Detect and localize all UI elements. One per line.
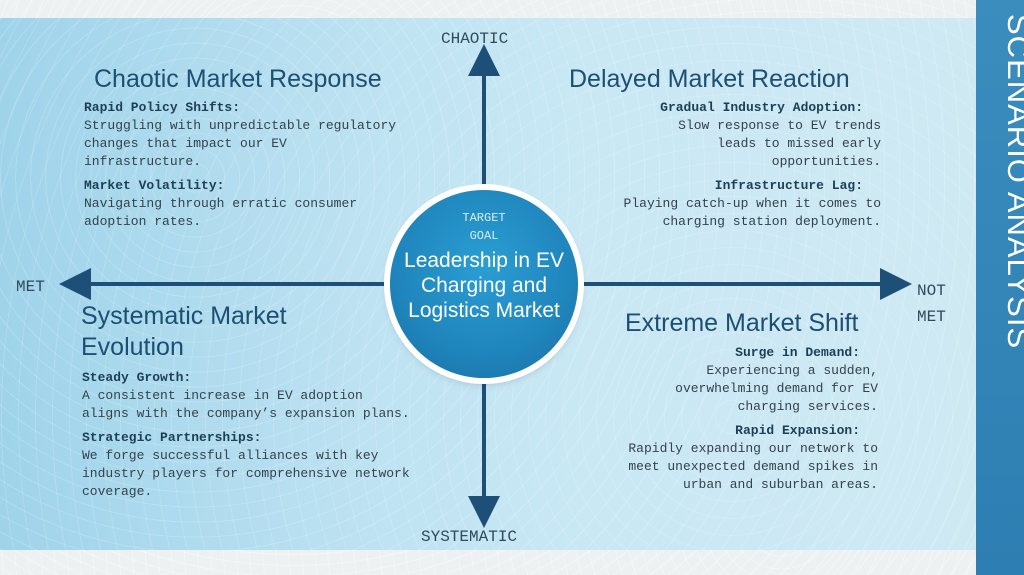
item-heading: Infrastructure Lag:: [714, 178, 863, 193]
item-text: A consistent increase in EV adoption ali…: [82, 388, 410, 421]
sidebar: SCENARIO ANALYSIS: [976, 0, 1024, 575]
item-heading: Gradual Industry Adoption:: [660, 100, 863, 115]
quadrant-body-bottom-right: Surge in Demand: Experiencing a sudden, …: [612, 344, 878, 500]
quadrant-item: Surge in Demand: Experiencing a sudden, …: [612, 344, 878, 416]
quadrant-item: Gradual Industry Adoption: Slow response…: [596, 99, 881, 171]
axis-label-top: CHAOTIC: [441, 30, 509, 48]
axis-label-right: NOT MET: [917, 278, 946, 330]
quadrant-item: Infrastructure Lag: Playing catch-up whe…: [596, 177, 881, 231]
axis-label-right-line2: MET: [917, 308, 946, 326]
quadrant-title-bottom-left: Systematic Market Evolution: [81, 302, 287, 361]
item-heading: Rapid Policy Shifts:: [84, 100, 241, 115]
item-heading: Rapid Expansion:: [735, 423, 860, 438]
quadrant-body-bottom-left: Steady Growth: A consistent increase in …: [82, 369, 412, 507]
quadrant-title-top-right: Delayed Market Reaction: [569, 65, 850, 93]
axis-label-bottom: SYSTEMATIC: [421, 528, 518, 546]
target-tag-line2: GOAL: [469, 229, 499, 243]
item-heading: Market Volatility:: [84, 178, 225, 193]
axis-label-right-line1: NOT: [917, 282, 946, 300]
quadrant-item: Market Volatility: Navigating through er…: [84, 177, 406, 231]
quadrant-item: Strategic Partnerships: We forge success…: [82, 429, 412, 501]
axes-diagram: [59, 44, 912, 528]
sidebar-title: SCENARIO ANALYSIS: [1001, 14, 1024, 350]
item-heading: Steady Growth:: [82, 370, 192, 385]
item-text: Navigating through erratic consumer adop…: [84, 196, 358, 229]
item-heading: Surge in Demand:: [735, 345, 860, 360]
target-goal-circle: TARGET GOAL Leadership in EV Charging an…: [390, 190, 578, 378]
item-text: We forge successful alliances with key i…: [82, 448, 410, 499]
quadrant-body-top-left: Rapid Policy Shifts: Struggling with unp…: [84, 99, 406, 237]
item-text: Playing catch-up when it comes to chargi…: [623, 196, 881, 229]
item-heading: Strategic Partnerships:: [82, 430, 262, 445]
item-text: Struggling with unpredictable regulatory…: [84, 118, 397, 169]
quadrant-title-bottom-right: Extreme Market Shift: [625, 309, 859, 337]
target-tag-line1: TARGET: [462, 211, 506, 225]
target-goal-text: Leadership in EV Charging and Logistics …: [404, 249, 564, 322]
quadrant-item: Rapid Expansion: Rapidly expanding our n…: [612, 422, 878, 494]
quadrant-title-top-left: Chaotic Market Response: [94, 65, 382, 93]
axis-label-left: MET: [16, 278, 45, 296]
quadrant-body-top-right: Gradual Industry Adoption: Slow response…: [596, 99, 881, 237]
quadrant-item: Steady Growth: A consistent increase in …: [82, 369, 412, 423]
target-goal-tag: TARGET GOAL: [390, 209, 578, 245]
item-text: Rapidly expanding our network to meet un…: [628, 441, 878, 492]
quadrant-item: Rapid Policy Shifts: Struggling with unp…: [84, 99, 406, 171]
item-text: Slow response to EV trends leads to miss…: [678, 118, 881, 169]
item-text: Experiencing a sudden, overwhelming dema…: [675, 363, 878, 414]
